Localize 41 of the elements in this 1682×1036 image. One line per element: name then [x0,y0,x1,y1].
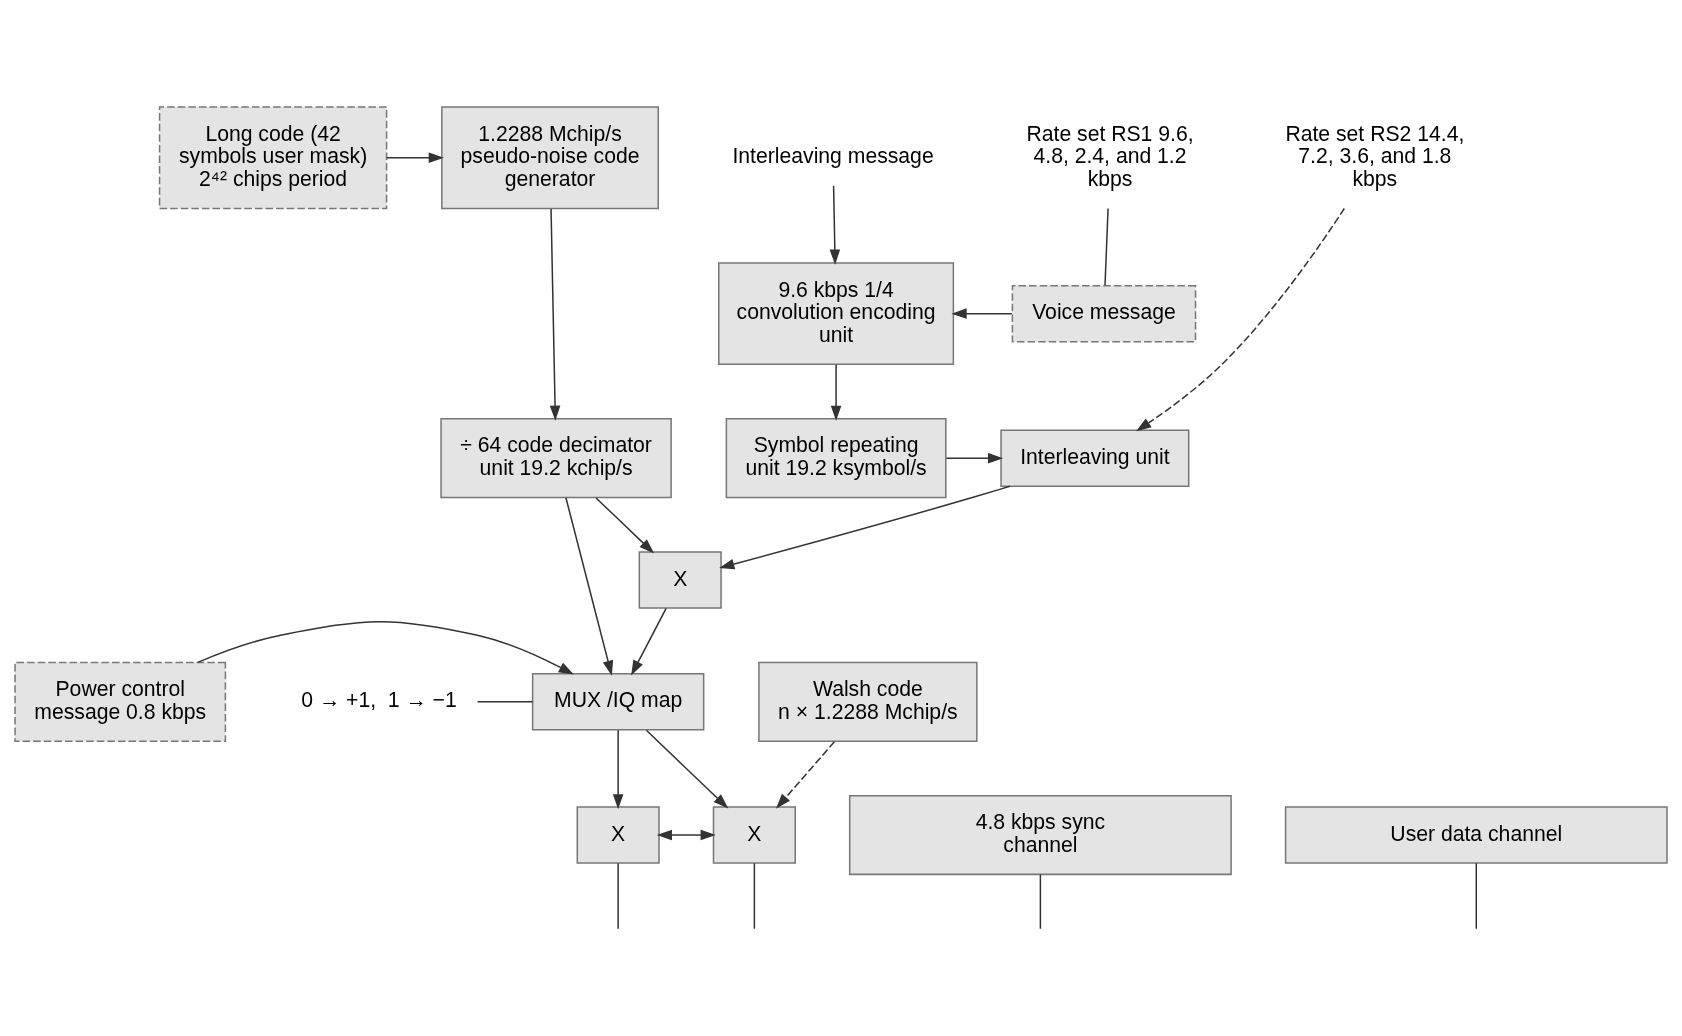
node-box: X [712,805,796,864]
node-box: Long code (42 symbols user mask) 2⁴² chips period [158,105,388,209]
node-box: 4.8 kbps sync channel [848,794,1232,875]
arrow [565,496,614,676]
arrow [829,184,841,265]
connector [476,700,534,703]
node-box: Power control message 0.8 kbps [14,661,227,742]
node-box: Walsh code n × 1.2288 Mchip/s [758,661,978,742]
node-box: Voice message [1011,284,1197,342]
connector [617,861,619,929]
node-text: Rate set RS1 9.6, 4.8, 2.4, and 1.2 kbps [1026,121,1194,190]
arrow [549,207,561,421]
arrow [1136,207,1346,431]
node-box: MUX /IQ map [531,672,705,731]
arrow [776,740,836,809]
arrow [719,485,1011,569]
arrow [951,307,1013,319]
node-box: Symbol repeating unit 19.2 ksymbol/s [725,417,947,498]
node-box: 9.6 kbps 1/4 convolution encoding unit [718,261,955,365]
arrow [656,829,716,840]
connector [1475,861,1478,929]
connector [753,861,756,929]
node-box: X [576,805,660,864]
arrow [595,496,655,554]
node-text: Interleaving message [732,143,934,167]
arrow [945,452,1004,463]
connector [1039,873,1042,930]
node-box: Interleaving unit [1000,428,1190,487]
arrow [197,620,574,675]
node-text: 0 → +1, 1 → −1 [301,687,457,711]
arrow [631,607,667,675]
node-box: 1.2288 Mchip/s pseudo-noise code generator [441,105,659,209]
node-text: Rate set RS2 14.4, 7.2, 3.6, and 1.8 kbps [1285,121,1465,190]
arrow [385,151,444,163]
arrow [645,729,729,809]
arrow [612,729,624,809]
connector [1104,207,1109,286]
arrow [830,363,842,421]
node-box: ÷ 64 code decimator unit 19.2 kchip/s [440,417,672,498]
node-box: X [638,550,722,609]
node-box: User data channel [1284,805,1668,864]
